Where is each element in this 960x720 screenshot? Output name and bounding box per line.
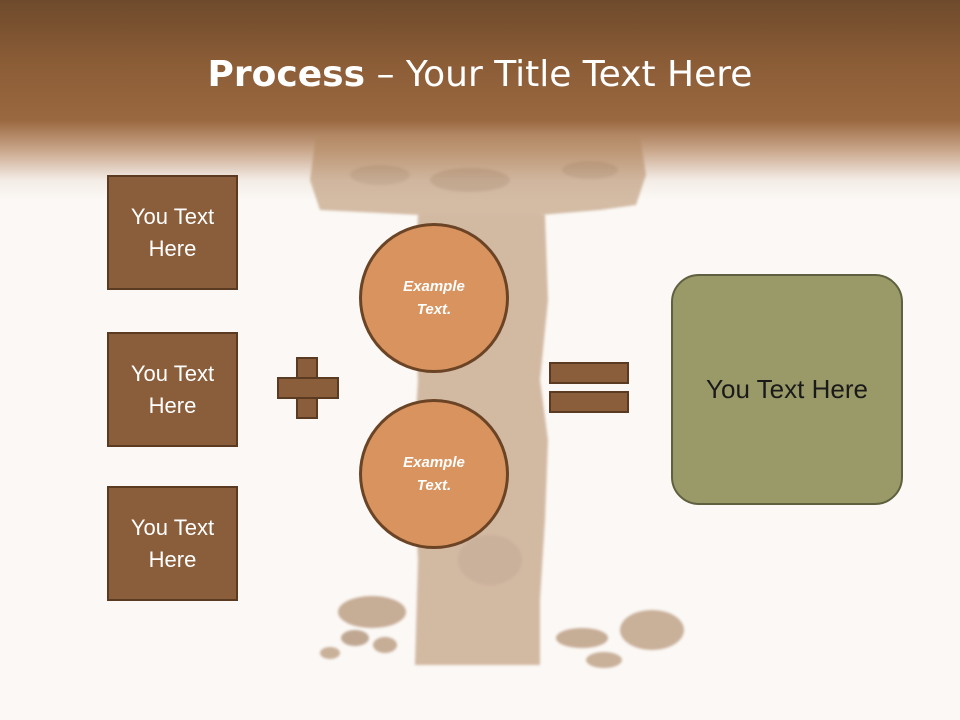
result-label: You Text Here — [706, 374, 868, 404]
equals-bottom-bar — [549, 391, 629, 413]
text-box-label: You Text Here — [130, 514, 215, 572]
title-rest: – Your Title Text Here — [365, 54, 753, 95]
title-bold: Process — [207, 54, 366, 95]
text-box-label: You Text Here — [130, 203, 215, 261]
result-box[interactable]: You Text Here — [671, 274, 903, 505]
text-box-1[interactable]: You Text Here — [107, 175, 238, 290]
text-box-3[interactable]: You Text Here — [107, 486, 238, 601]
page-title: Process – Your Title Text Here — [0, 50, 960, 100]
example-circle-2[interactable]: Example Text. — [359, 399, 509, 549]
text-box-label: You Text Here — [130, 360, 215, 418]
circle-label: Example Text. — [403, 454, 465, 494]
example-circle-1[interactable]: Example Text. — [359, 223, 509, 373]
text-box-2[interactable]: You Text Here — [107, 332, 238, 447]
circle-label: Example Text. — [403, 278, 465, 318]
equals-top-bar — [549, 362, 629, 384]
plus-center — [298, 379, 316, 397]
